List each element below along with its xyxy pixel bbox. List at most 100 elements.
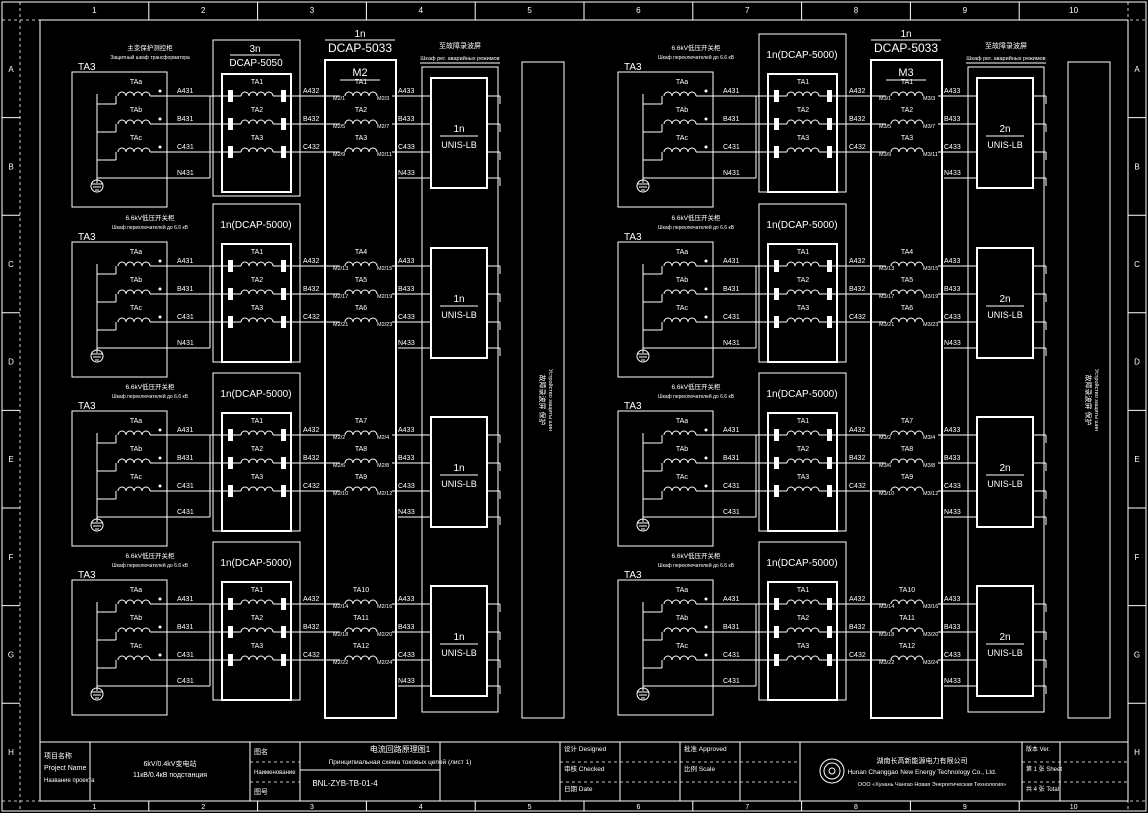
terminal-block	[774, 457, 779, 469]
inner-ct-label: TA3	[251, 305, 263, 312]
wire-out-label: A433	[944, 88, 960, 95]
cabinet-title: 6.6kV低压开关柜	[671, 213, 721, 222]
recorder-prefix: 1n	[453, 124, 464, 135]
ta-coil	[117, 289, 151, 295]
inner-ct-coil	[240, 317, 274, 323]
inner-ct-label: TA2	[797, 277, 809, 284]
terminal-block	[281, 90, 286, 102]
wire-in-label: A431	[723, 88, 739, 95]
wire-out-label: B433	[944, 455, 960, 462]
inner-ct-coil	[786, 91, 820, 97]
wire-mid-label: B432	[303, 455, 319, 462]
terminal-block	[228, 598, 233, 610]
column-label-bottom: 9	[963, 804, 967, 811]
wire-neutral-out-label: N433	[398, 340, 415, 347]
recorder-panel-title: 至故障录波屏	[985, 41, 1027, 50]
recorder-box	[976, 585, 1034, 697]
wire-out-label: B433	[398, 455, 414, 462]
wire-mid-label: A432	[303, 427, 319, 434]
cabinet-subtitle: Шкаф переключателей до 6.6 кВ	[658, 393, 735, 400]
device-terminal-right: M3/20	[923, 632, 938, 638]
inner-ct-coil	[786, 317, 820, 323]
wire-in-label: A431	[177, 596, 193, 603]
ta-phase-label: TAc	[676, 643, 688, 650]
wire-out-label: C433	[398, 314, 415, 321]
project-value-2: 11кВ/0.4кВ подстанция	[133, 772, 207, 779]
device-box-top: 3n	[249, 44, 260, 55]
terminal-block	[228, 316, 233, 328]
recorder-prefix: 1n	[453, 294, 464, 305]
wire-mid-label: C432	[303, 483, 320, 490]
device-box-label: DCAP-5050	[229, 58, 283, 69]
column-label-bottom: 8	[854, 804, 858, 811]
column-label-top: 8	[854, 6, 859, 15]
terminal-block	[827, 429, 832, 441]
inner-ct-coil	[786, 627, 820, 633]
recorder-panel	[967, 66, 1045, 713]
recorder-box	[430, 77, 488, 189]
recorder-box	[430, 247, 488, 359]
inner-ct-label: TA1	[797, 79, 809, 86]
ta-phase-label: TAa	[676, 418, 688, 425]
wire-mid-label: A432	[849, 88, 865, 95]
wire-out-label: A433	[944, 596, 960, 603]
terminal-block	[228, 626, 233, 638]
cabinet-title: 6.6kV低压开关柜	[671, 551, 721, 560]
wire-neutral-out-label: N433	[944, 678, 961, 685]
ta-coil	[117, 458, 151, 464]
ta-coil	[663, 261, 697, 267]
device-terminal-right: M3/24	[923, 660, 938, 666]
wire-in-label: C431	[177, 652, 194, 659]
polarity-dot	[158, 145, 162, 149]
terminal-block	[774, 626, 779, 638]
wire-out-label: B433	[944, 116, 960, 123]
inner-ct-coil	[240, 458, 274, 464]
row-label-right: F	[1135, 553, 1140, 562]
device-inner-box	[221, 581, 292, 701]
ta-coil	[663, 655, 697, 661]
device-ct-label: TA1	[355, 79, 367, 86]
project-label-ru: Название проекта	[44, 778, 95, 784]
device-terminal-right: M2/19	[377, 294, 392, 300]
device-ct-coil	[890, 655, 924, 661]
recorder-label: UNIS-LB	[987, 479, 1023, 489]
inner-ct-coil	[786, 458, 820, 464]
wire-in-label: A431	[177, 427, 193, 434]
recorder-prefix: 1n	[453, 463, 464, 474]
device-ct-coil	[890, 119, 924, 125]
column-label-top: 9	[963, 6, 968, 15]
cabinet-subtitle: Шкаф переключателей до 6.6 кВ	[112, 224, 189, 231]
inner-ct-label: TA3	[797, 474, 809, 481]
inner-ct-coil	[240, 91, 274, 97]
wire-neutral-out-label: N433	[944, 509, 961, 516]
device-terminal-left: M3/2	[879, 435, 891, 441]
device-terminal-left: M2/6	[333, 463, 345, 469]
wire-in-label: B431	[723, 624, 739, 631]
ta-label: TA3	[78, 401, 96, 412]
terminal-block	[774, 90, 779, 102]
device-terminal-left: M3/1	[879, 96, 891, 102]
ground-icon	[636, 687, 650, 701]
device-terminal-left: M2/17	[333, 294, 348, 300]
wire-in-label: A431	[723, 596, 739, 603]
column-label-bottom: 2	[201, 804, 205, 811]
ta-phase-label: TAc	[676, 135, 688, 142]
inner-ct-coil	[786, 486, 820, 492]
terminal-block	[228, 457, 233, 469]
wire-in-label: C431	[723, 483, 740, 490]
device-terminal-left: M3/9	[879, 152, 891, 158]
inner-ct-label: TA2	[251, 277, 263, 284]
terminal-block	[774, 598, 779, 610]
device-terminal-right: M2/20	[377, 632, 392, 638]
ta-phase-label: TAc	[130, 474, 142, 481]
wire-mid-label: C432	[849, 144, 866, 151]
recorder-box	[430, 416, 488, 528]
device-terminal-right: M3/19	[923, 294, 938, 300]
device-model-label: DCAP-5033	[874, 41, 938, 55]
row-label-right: G	[1134, 650, 1140, 659]
wire-out-label: A433	[398, 596, 414, 603]
device-ct-coil	[890, 627, 924, 633]
polarity-dot	[704, 653, 708, 657]
